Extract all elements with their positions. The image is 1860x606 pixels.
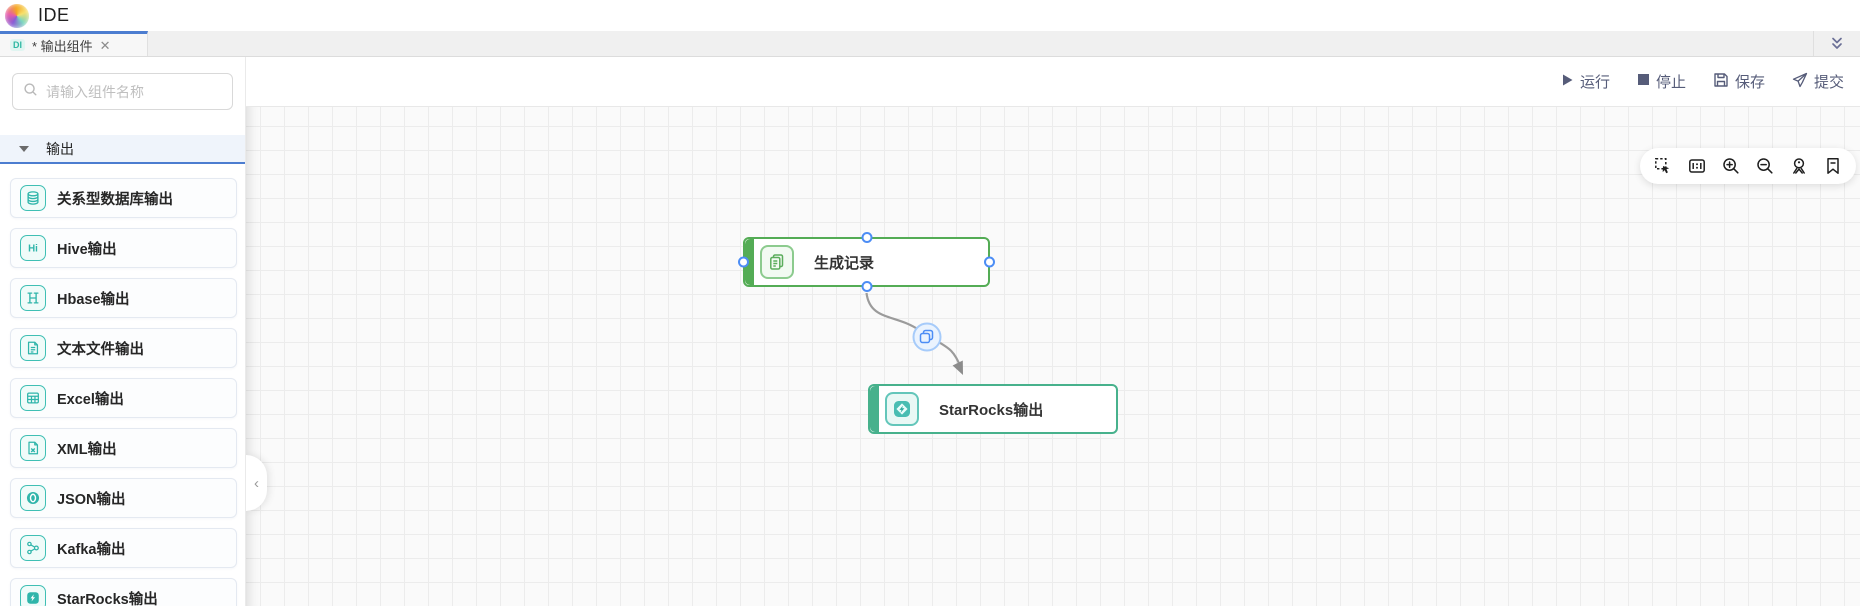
component-label: 关系型数据库输出 (57, 191, 173, 208)
save-button[interactable]: 保存 (1713, 71, 1765, 92)
component-list-item[interactable]: XML输出 (10, 428, 237, 468)
excel-icon (20, 385, 46, 411)
svg-text:Hi: Hi (28, 244, 38, 255)
submit-button[interactable]: 提交 (1792, 71, 1844, 92)
edge-layer (865, 292, 963, 375)
edge-arrowhead (952, 360, 963, 375)
component-label: XML输出 (57, 441, 117, 458)
stop-button[interactable]: 停止 (1637, 71, 1686, 92)
component-label: Hive输出 (57, 241, 117, 258)
node-generate-records[interactable]: 生成记录 (738, 232, 995, 292)
play-icon (1560, 73, 1574, 91)
json-icon (20, 485, 46, 511)
save-label: 保存 (1734, 74, 1765, 91)
component-list-item[interactable]: StarRocks输出 (10, 578, 237, 606)
component-label: StarRocks输出 (57, 591, 158, 606)
node-starrocks-output[interactable]: StarRocks输出 (868, 384, 1118, 434)
node-accent-bar (870, 386, 879, 432)
fit-view-icon[interactable] (1789, 156, 1809, 176)
category-label: 输出 (46, 140, 74, 157)
database-icon (20, 185, 46, 211)
component-list-item[interactable]: Hi Hive输出 (10, 228, 237, 268)
port-bottom[interactable] (861, 281, 872, 292)
hbase-icon (20, 285, 46, 311)
category-header-output[interactable]: 输出 (0, 135, 245, 164)
tabbar-divider (1813, 31, 1814, 56)
zoom-out-icon[interactable] (1755, 156, 1775, 176)
edge-path (865, 292, 963, 369)
search-icon (23, 82, 38, 102)
component-list-item[interactable]: Excel输出 (10, 378, 237, 418)
marquee-select-icon[interactable] (1653, 156, 1673, 176)
zoom-in-icon[interactable] (1721, 156, 1741, 176)
node-accent-bar (745, 239, 754, 285)
component-list-item[interactable]: JSON输出 (10, 478, 237, 518)
tab-output-components[interactable]: DI * 输出组件 ✕ (0, 31, 148, 56)
starrocks-icon (20, 585, 46, 606)
component-list-item[interactable]: Kafka输出 (10, 528, 237, 568)
save-icon (1713, 72, 1729, 92)
job-actions-toolbar: 运行 停止 保存 提交 (246, 57, 1860, 107)
port-top[interactable] (861, 232, 872, 243)
xml-icon (20, 435, 46, 461)
node-label: 生成记录 (814, 254, 875, 272)
component-list: 关系型数据库输出 Hi Hive输出 Hbase输出 文本文件输出 Excel输… (0, 57, 245, 606)
search-input[interactable] (46, 83, 227, 100)
stop-label: 停止 (1655, 74, 1686, 91)
run-label: 运行 (1579, 74, 1610, 91)
hive-icon: Hi (20, 235, 46, 261)
bookmark-icon[interactable] (1823, 156, 1843, 176)
kafka-icon (20, 535, 46, 561)
port-left[interactable] (738, 256, 749, 268)
double-chevron-down-icon[interactable] (1814, 35, 1860, 53)
component-list-item[interactable]: 关系型数据库输出 (10, 178, 237, 218)
component-label: Kafka输出 (57, 541, 126, 558)
component-label: JSON输出 (57, 491, 126, 508)
paper-plane-icon (1792, 72, 1808, 92)
component-sidebar: 输出 关系型数据库输出 Hi Hive输出 Hbase输出 文本文件输出 Exc… (0, 57, 246, 606)
component-list-item[interactable]: 文本文件输出 (10, 328, 237, 368)
generate-records-icon (760, 245, 794, 279)
sidebar-collapse-handle[interactable]: ‹ (246, 455, 267, 511)
text-file-icon (20, 335, 46, 361)
minimap-icon[interactable] (1687, 156, 1707, 176)
tab-close-icon[interactable]: ✕ (99, 37, 111, 53)
component-label: Hbase输出 (57, 291, 130, 308)
component-search[interactable] (12, 73, 233, 110)
edge-copy-badge[interactable] (912, 322, 942, 352)
canvas-toolbar (1640, 148, 1856, 184)
stop-icon (1637, 73, 1650, 90)
app-logo-icon (5, 3, 29, 28)
tab-type-badge: DI (10, 38, 25, 52)
chevron-left-icon: ‹ (254, 474, 259, 492)
submit-label: 提交 (1813, 74, 1844, 91)
node-label: StarRocks输出 (939, 401, 1044, 419)
component-label: Excel输出 (57, 391, 124, 408)
app-title: IDE (38, 5, 70, 25)
starrocks-node-icon (885, 392, 919, 426)
caret-down-icon (19, 145, 29, 152)
flow-canvas[interactable]: 生成记录 StarRocks输出 ‹ (246, 107, 1860, 606)
component-label: 文本文件输出 (57, 341, 144, 358)
top-bar: IDE (0, 0, 1860, 31)
tab-title: * 输出组件 (32, 38, 93, 54)
run-button[interactable]: 运行 (1560, 71, 1610, 92)
tab-bar: DI * 输出组件 ✕ (0, 31, 1860, 57)
port-right[interactable] (984, 256, 995, 268)
component-list-item[interactable]: Hbase输出 (10, 278, 237, 318)
